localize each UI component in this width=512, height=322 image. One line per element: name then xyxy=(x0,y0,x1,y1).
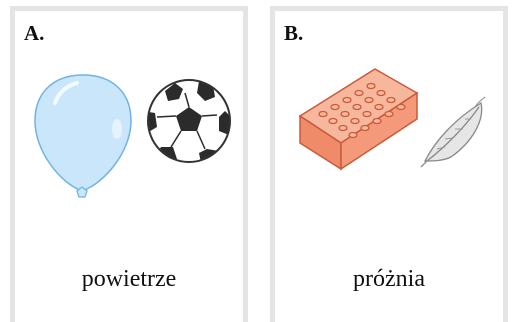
panel-a-letter: A. xyxy=(24,21,45,45)
panel-a-illustration xyxy=(34,74,231,198)
panel-a-caption: powietrze xyxy=(81,266,177,292)
panel-b: B. xyxy=(270,6,508,322)
panel-a: A. xyxy=(10,6,248,322)
balloon-icon xyxy=(34,74,132,198)
panel-b-letter: B. xyxy=(284,21,304,45)
panel-b-illustration xyxy=(298,68,486,171)
feather-icon xyxy=(420,96,486,168)
soccer-ball-icon xyxy=(147,79,231,163)
panel-b-caption: próżnia xyxy=(353,266,425,292)
brick-icon xyxy=(298,68,419,171)
